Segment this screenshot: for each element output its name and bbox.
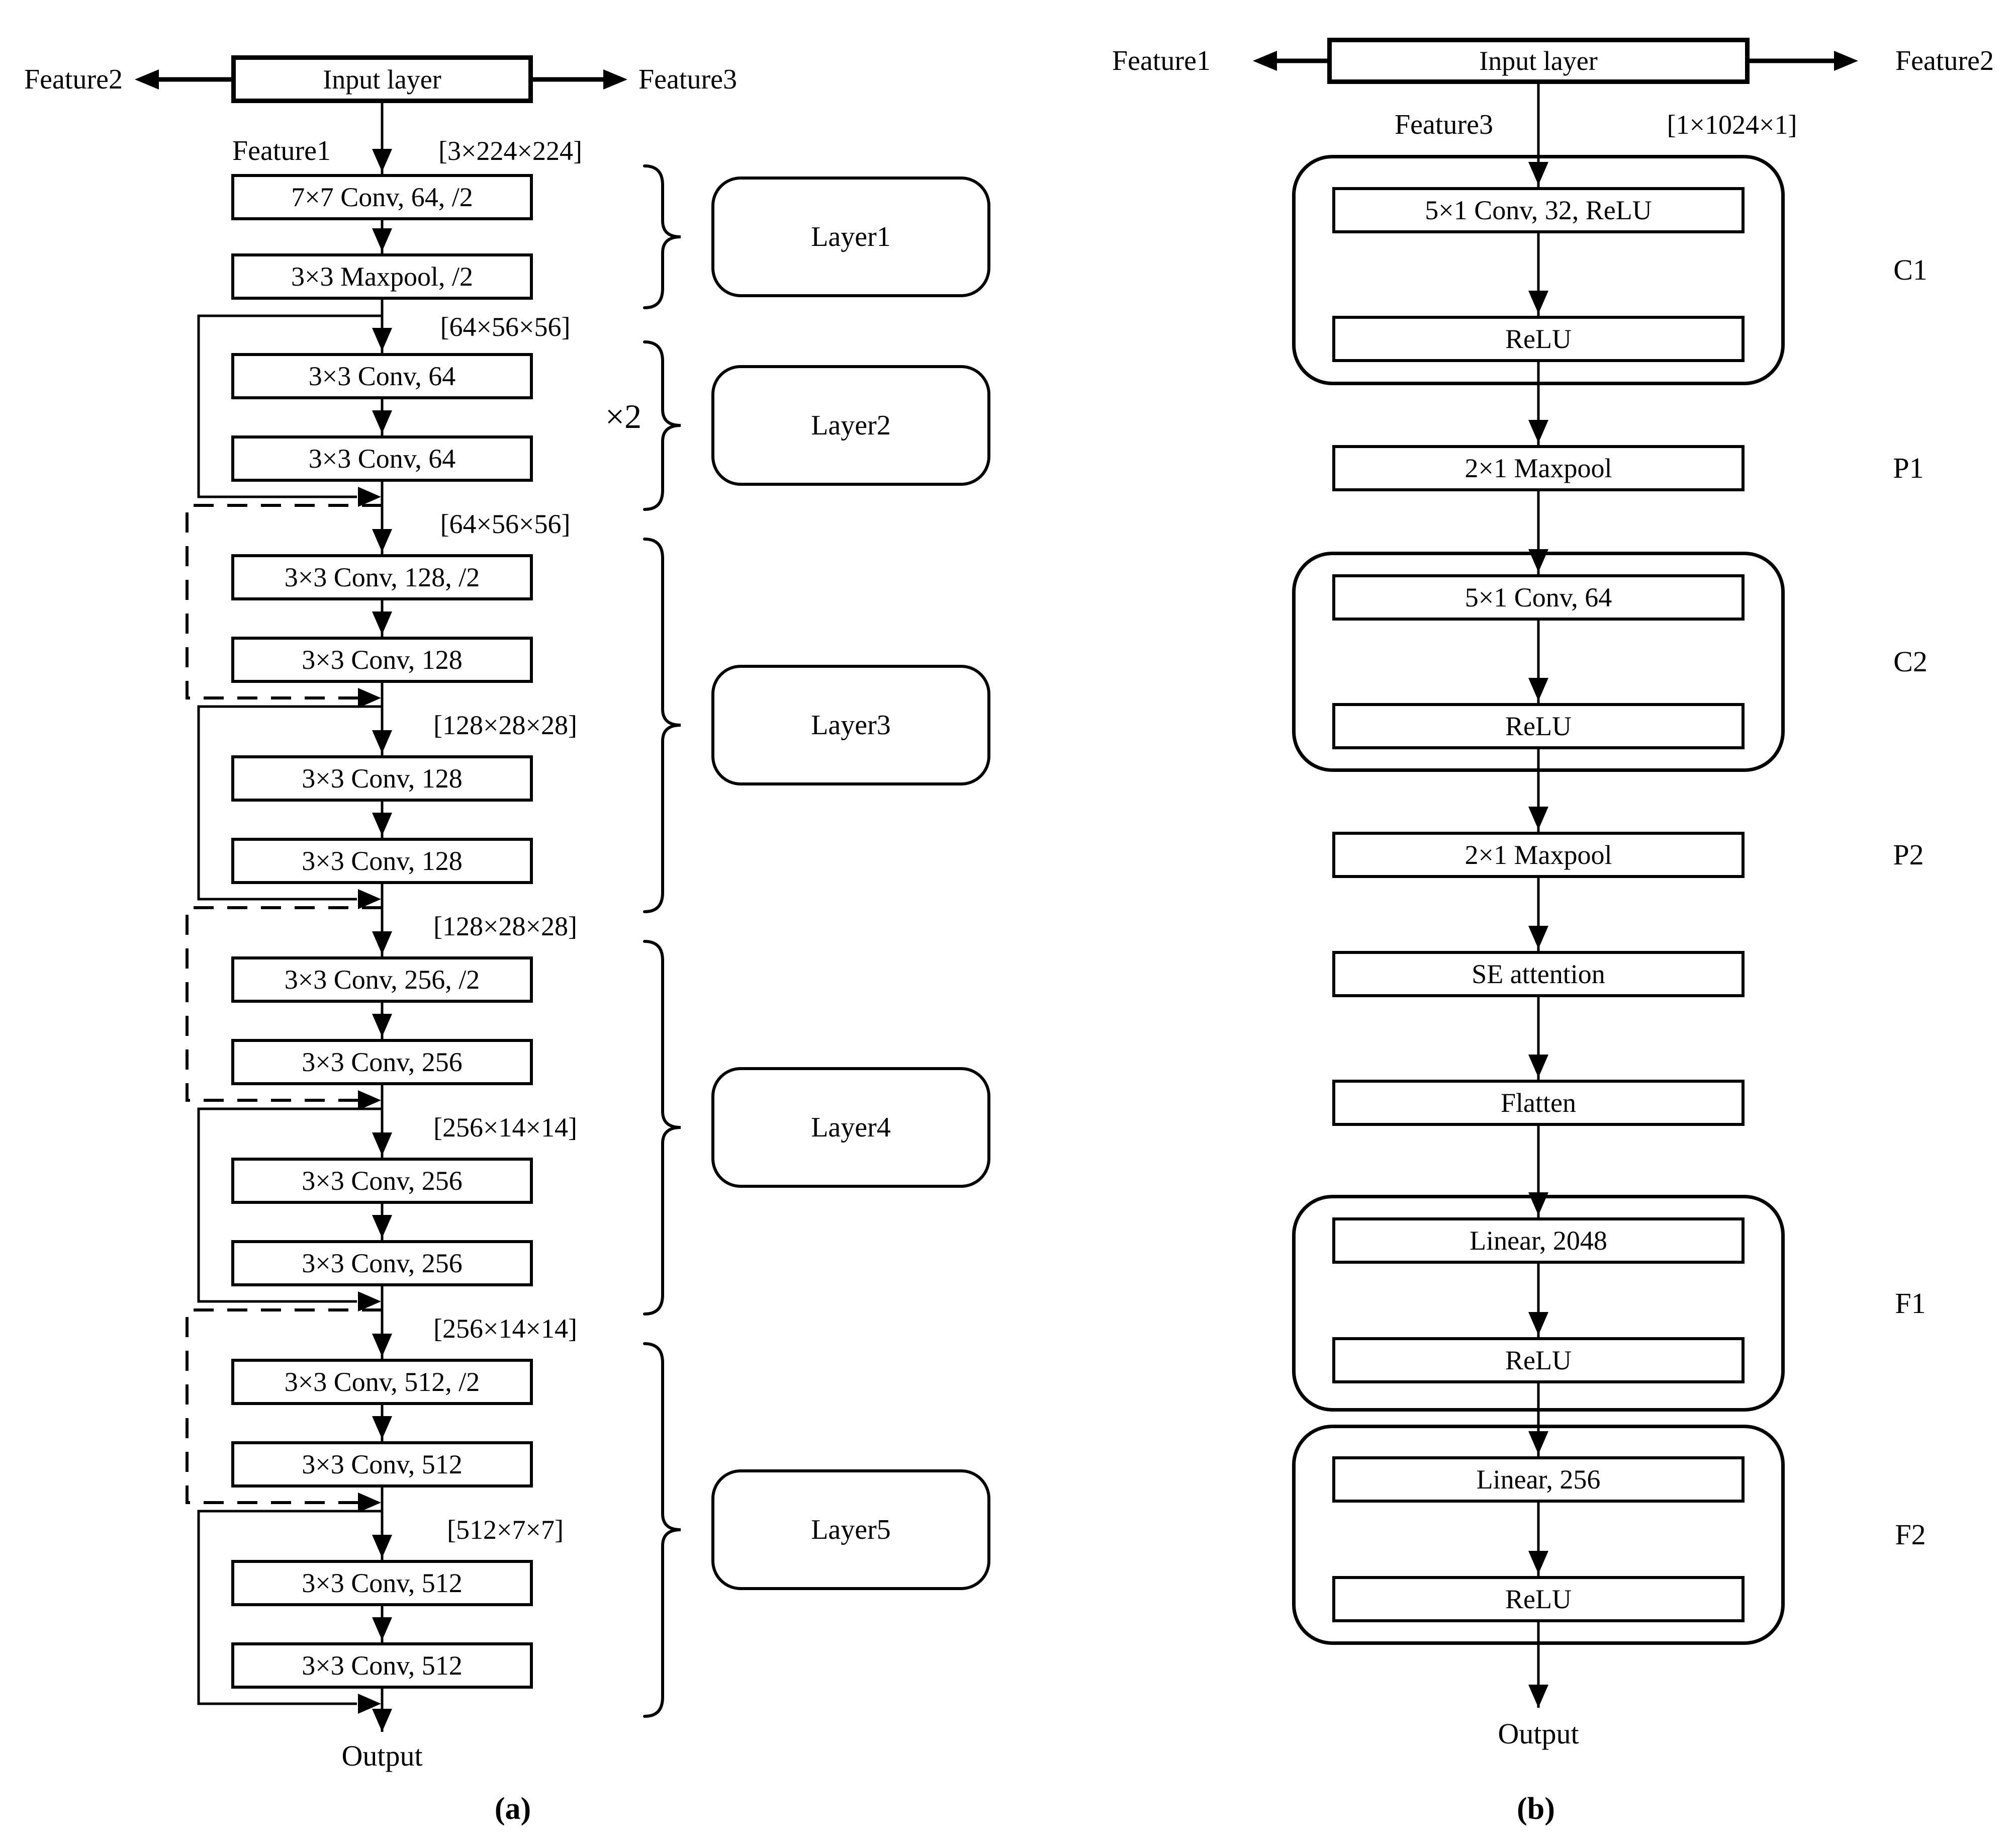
c2-group [1292,552,1785,772]
f2-label: F2 [1895,1518,1926,1551]
times2-label: ×2 [605,397,642,435]
conv-box: 3×3 Conv, 512 [231,1642,533,1689]
conv-box: 3×3 Conv, 256 [231,1240,533,1286]
se-attention-box: SE attention [1332,951,1745,997]
conv1-box-a: 7×7 Conv, 64, /2 [231,174,533,220]
relu-box: ReLU [1332,1576,1745,1622]
conv-box: 3×3 Conv, 512 [231,1441,533,1487]
dim-label-input-a: [3×224×224] [438,136,582,166]
conv-box: 3×3 Conv, 256 [231,1158,533,1204]
skip-connections-dashed-a [186,504,382,1504]
dim-label: [512×7×7] [447,1515,564,1545]
conv-box: 3×3 Conv, 128 [231,838,533,884]
feature2-label-b: Feature2 [1895,45,1994,76]
p1-label: P1 [1893,452,1924,484]
conv-box: 5×1 Conv, 64 [1332,574,1745,621]
conv-box: 3×3 Conv, 128, /2 [231,554,533,600]
layer-braces-a [643,164,681,1718]
feature3-label-a: Feature3 [638,64,737,95]
p2-label: P2 [1893,838,1924,871]
maxpool-box: 2×1 Maxpool [1332,832,1745,878]
conv-box: 5×1 Conv, 32, ReLU [1332,187,1745,233]
conv-box: 3×3 Conv, 64 [231,353,533,399]
feature3-label-b: Feature3 [1395,109,1493,140]
output-label-b: Output [1498,1717,1579,1750]
caption-b: (b) [1517,1792,1555,1826]
c2-label: C2 [1893,645,1928,678]
maxpool-box-a: 3×3 Maxpool, /2 [231,253,533,300]
dim-label: [64×56×56] [440,509,571,539]
layer4-badge: Layer4 [711,1067,990,1188]
caption-a: (a) [494,1792,531,1826]
f1-label: F1 [1895,1287,1926,1320]
flatten-box: Flatten [1332,1080,1745,1126]
c1-label: C1 [1893,253,1928,286]
conv-box: 3×3 Conv, 64 [231,435,533,482]
dim-label: [256×14×14] [433,1314,577,1344]
input-layer-box-b: Input layer [1327,38,1750,84]
dim-label: [128×28×28] [433,911,577,941]
maxpool-box: 2×1 Maxpool [1332,445,1745,491]
relu-box: ReLU [1332,316,1745,362]
dim-label: [128×28×28] [433,710,577,740]
feature1-label-b: Feature1 [1112,45,1211,76]
relu-box: ReLU [1332,1337,1745,1383]
f1-group [1292,1195,1785,1412]
output-label-a: Output [341,1739,423,1772]
arrowheads-a [135,69,627,1732]
linear-box: Linear, 256 [1332,1456,1745,1503]
layer2-badge: Layer2 [711,365,990,486]
dim-label: [256×14×14] [433,1112,577,1143]
dim-label-input-b: [1×1024×1] [1667,110,1797,140]
relu-box: ReLU [1332,703,1745,749]
conv-box: 3×3 Conv, 512 [231,1560,533,1606]
conv-box: 3×3 Conv, 128 [231,637,533,683]
linear-box: Linear, 2048 [1332,1217,1745,1264]
conv-box: 3×3 Conv, 256 [231,1039,533,1085]
skip-connections-solid-a [197,314,382,1705]
feature2-label-a: Feature2 [24,64,123,95]
dim-label: [64×56×56] [440,312,571,342]
f2-group [1292,1425,1785,1645]
layer1-badge: Layer1 [711,177,990,297]
input-layer-box-a: Input layer [231,55,533,103]
layer3-badge: Layer3 [711,665,990,785]
feature1-label-a: Feature1 [232,135,331,166]
c1-group [1292,155,1785,385]
conv-box: 3×3 Conv, 128 [231,755,533,802]
conv-box: 3×3 Conv, 256, /2 [231,956,533,1003]
layer5-badge: Layer5 [711,1469,990,1590]
conv-box: 3×3 Conv, 512, /2 [231,1359,533,1405]
